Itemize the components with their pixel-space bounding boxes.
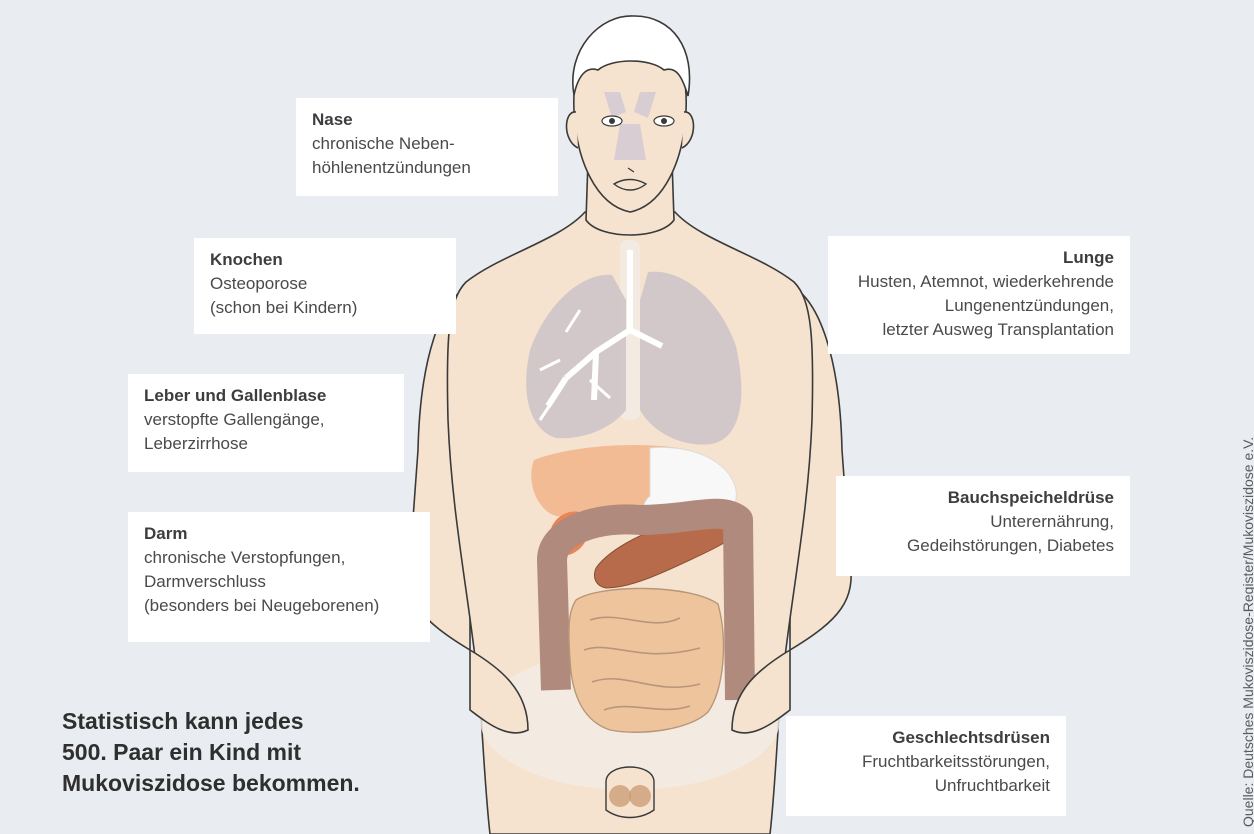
label-leber: Leber und Gallenblase verstopfte Galleng…	[128, 374, 404, 472]
gonad-right	[629, 785, 651, 807]
label-geschlechtsdruesen-line: Fruchtbarkeitsstörungen,	[802, 750, 1050, 774]
label-darm-line: (besonders bei Neugeborenen)	[144, 594, 414, 618]
statistic-line: Statistisch kann jedes	[62, 706, 442, 737]
label-lunge-line: letzter Ausweg Transplantation	[844, 318, 1114, 342]
label-lunge-line: Lungenentzündungen,	[844, 294, 1114, 318]
label-knochen-line: Osteoporose	[210, 272, 440, 296]
label-nase-line: chronische Neben-	[312, 132, 542, 156]
label-geschlechtsdruesen-line: Unfruchtbarkeit	[802, 774, 1050, 798]
label-lunge: Lunge Husten, Atemnot, wiederkehrende Lu…	[828, 236, 1130, 354]
label-geschlechtsdruesen: Geschlechtsdrüsen Fruchtbarkeitsstörunge…	[786, 716, 1066, 816]
label-knochen: Knochen Osteoporose (schon bei Kindern)	[194, 238, 456, 334]
label-geschlechtsdruesen-title: Geschlechtsdrüsen	[802, 726, 1050, 750]
statistic-statement: Statistisch kann jedes 500. Paar ein Kin…	[62, 706, 442, 799]
label-darm: Darm chronische Verstopfungen, Darmversc…	[128, 512, 430, 642]
label-nase-line: höhlenentzündungen	[312, 156, 542, 180]
label-bauchspeicheldruese-line: Unterernährung,	[852, 510, 1114, 534]
label-darm-line: chronische Verstopfungen,	[144, 546, 414, 570]
label-knochen-title: Knochen	[210, 248, 440, 272]
label-leber-line: Leberzirrhose	[144, 432, 388, 456]
gonad-left	[609, 785, 631, 807]
label-bauchspeicheldruese-line: Gedeihstörungen, Diabetes	[852, 534, 1114, 558]
label-bauchspeicheldruese-title: Bauchspeicheldrüse	[852, 486, 1114, 510]
label-darm-title: Darm	[144, 522, 414, 546]
left-ear	[567, 112, 579, 148]
label-knochen-line: (schon bei Kindern)	[210, 296, 440, 320]
label-nase-title: Nase	[312, 108, 542, 132]
statistic-line: Mukoviszidose bekommen.	[62, 768, 442, 799]
statistic-line: 500. Paar ein Kind mit	[62, 737, 442, 768]
label-lunge-title: Lunge	[844, 246, 1114, 270]
label-nase: Nase chronische Neben- höhlenentzündunge…	[296, 98, 558, 196]
right-ear	[682, 112, 694, 148]
source-credit: Quelle: Deutsches Mukoviszidose-Register…	[1240, 437, 1254, 827]
label-leber-line: verstopfte Gallengänge,	[144, 408, 388, 432]
label-leber-title: Leber und Gallenblase	[144, 384, 388, 408]
label-lunge-line: Husten, Atemnot, wiederkehrende	[844, 270, 1114, 294]
small-intestine	[569, 588, 724, 732]
label-darm-line: Darmverschluss	[144, 570, 414, 594]
label-bauchspeicheldruese: Bauchspeicheldrüse Unterernährung, Gedei…	[836, 476, 1130, 576]
